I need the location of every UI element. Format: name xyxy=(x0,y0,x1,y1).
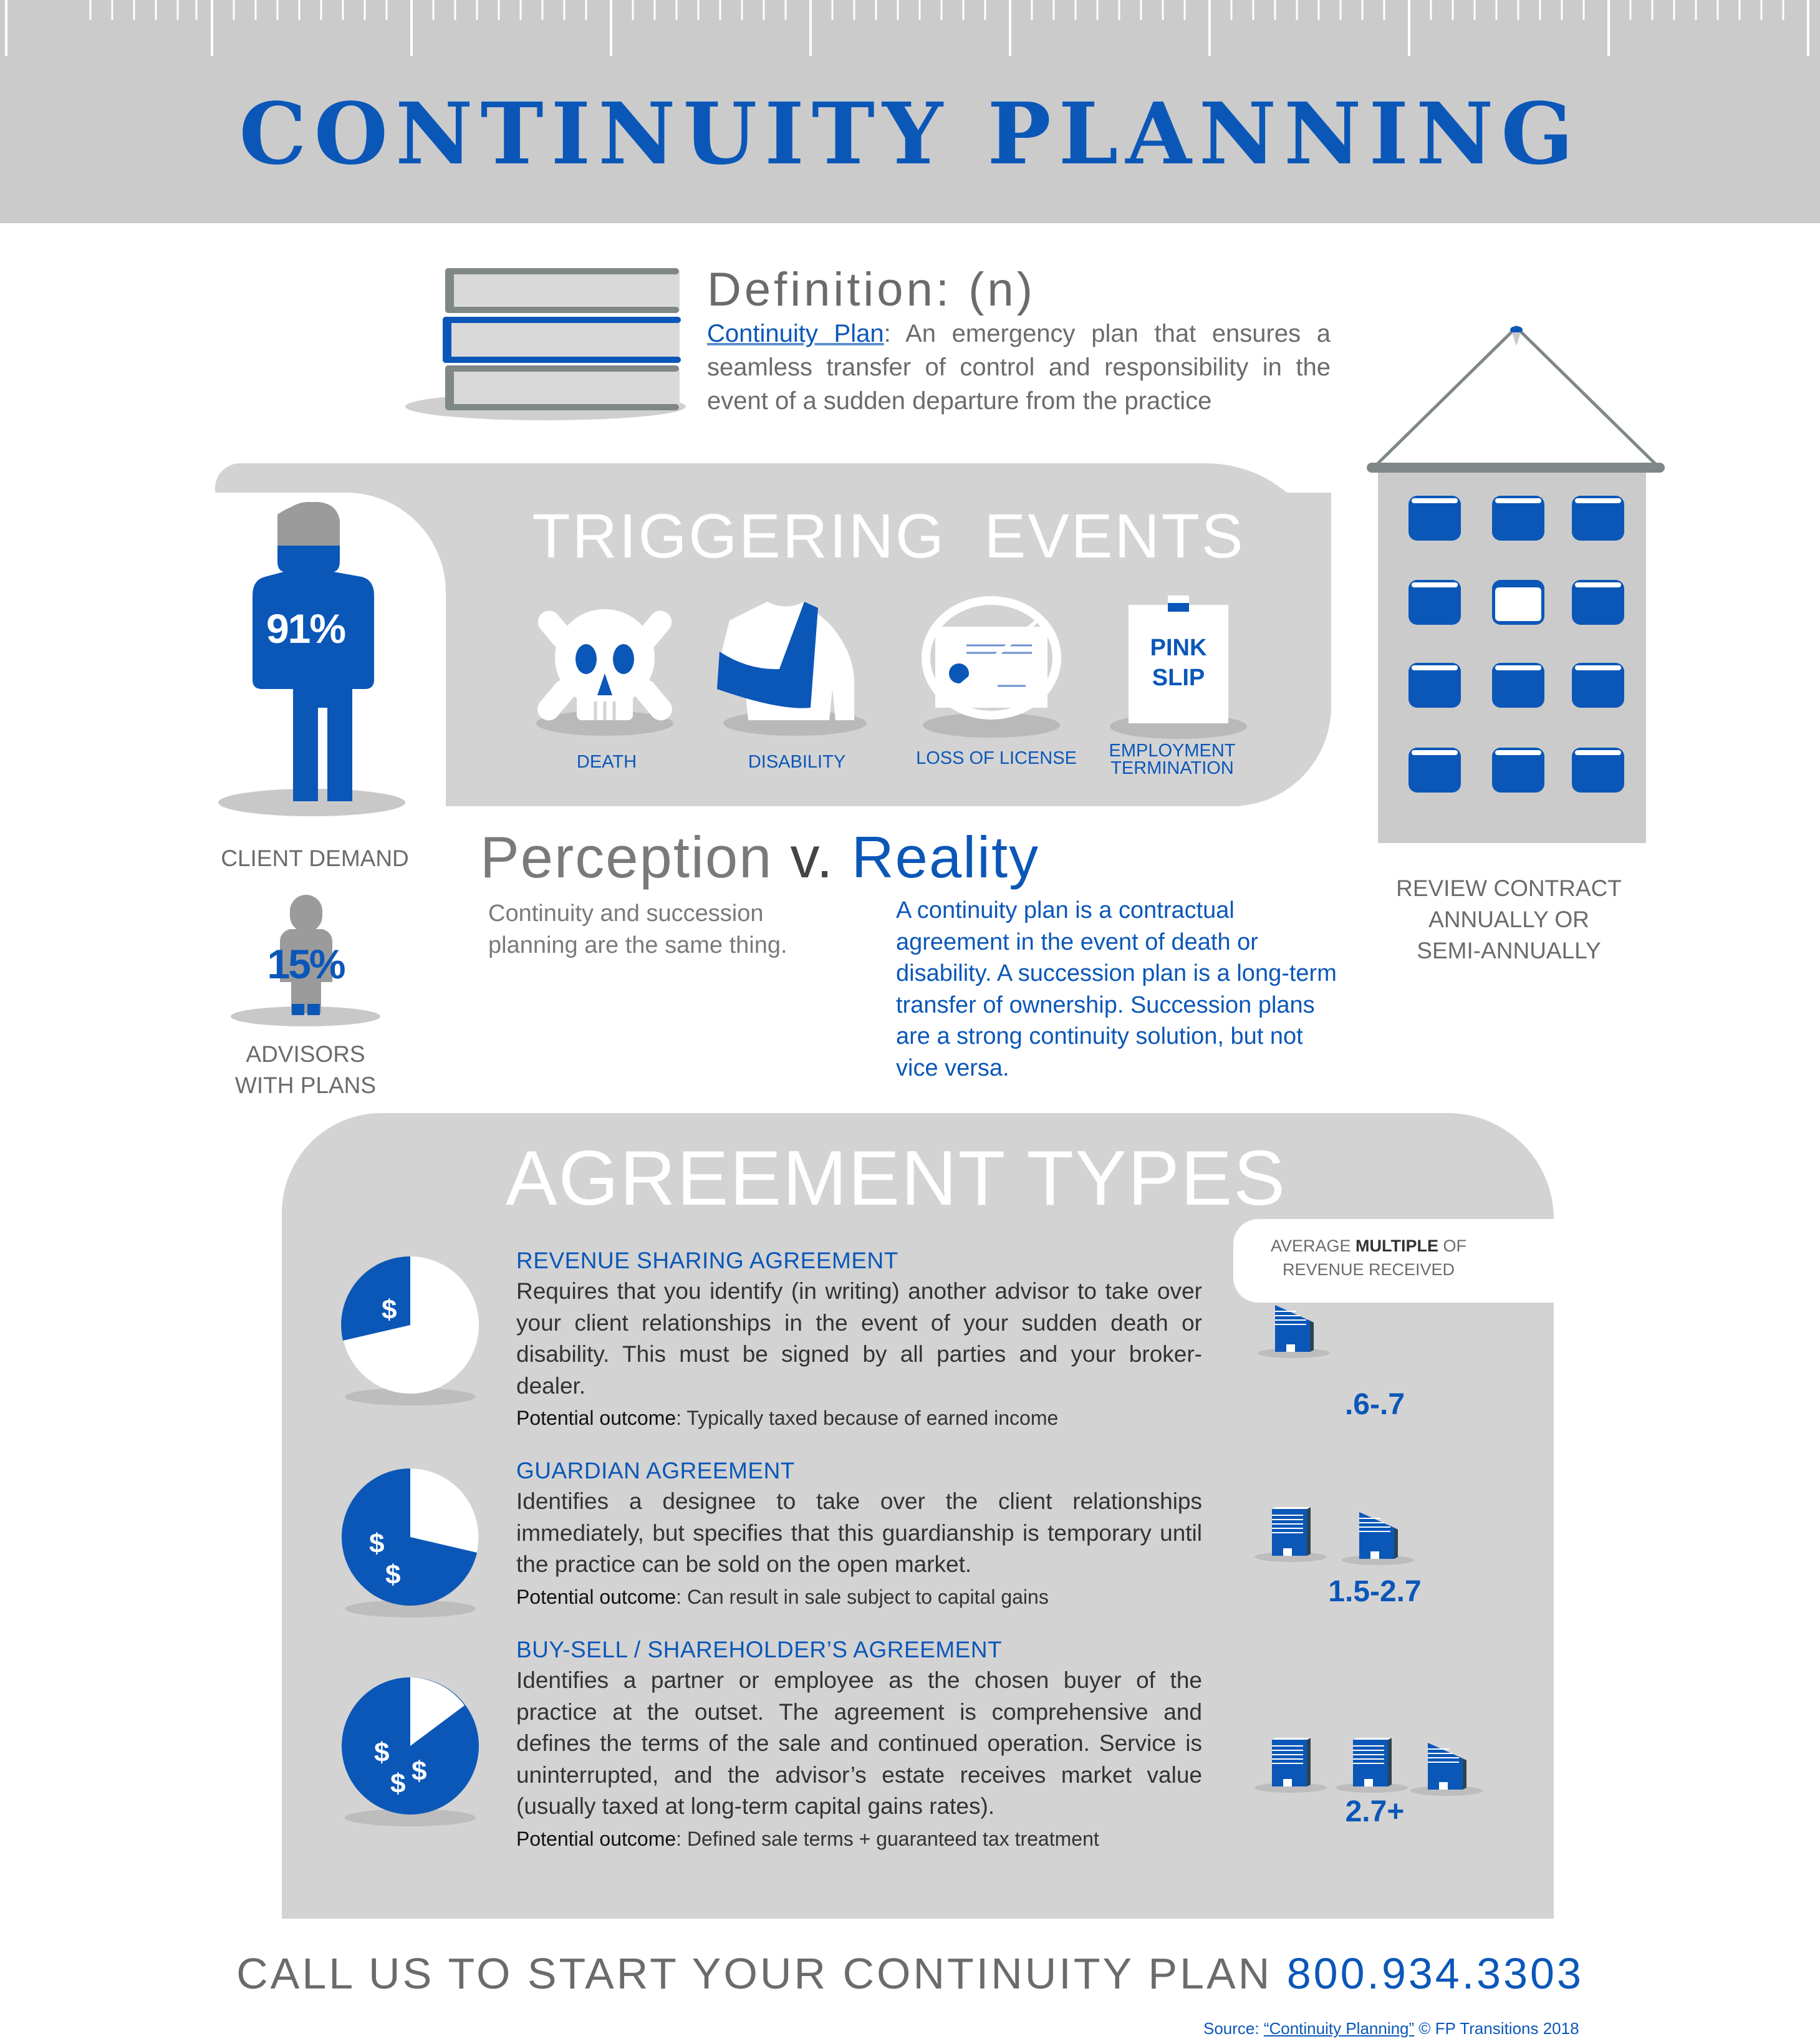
svg-text:$: $ xyxy=(385,1559,400,1590)
page-title: CONTINUITY PLANNING xyxy=(239,84,1581,184)
agreement-outcome: Potential outcome: Typically taxed becau… xyxy=(516,1407,1059,1429)
person-figure-icon xyxy=(218,502,405,816)
pie-revenue-sharing-icon: $ xyxy=(341,1256,479,1405)
no-license-icon xyxy=(922,596,1061,738)
client-demand-label: CLIENT DEMAND xyxy=(221,846,409,871)
definition-body: : An emergency plan that ensures a seaml… xyxy=(707,320,1331,415)
event-label-loss-of-license: LOSS OF LICENSE xyxy=(916,748,1077,768)
agreement-outcome: Potential outcome: Defined sale terms + … xyxy=(516,1827,1099,1850)
svg-text:$: $ xyxy=(374,1737,389,1768)
multiple-value-buy-sell: 2.7+ xyxy=(1345,1795,1405,1828)
reality-text: A continuity plan is a contractual agree… xyxy=(896,897,1337,1081)
multiple-value-guardian: 1.5-2.7 xyxy=(1328,1575,1422,1608)
books-stack-icon xyxy=(405,268,686,420)
header-band xyxy=(0,0,1820,223)
svg-text:$: $ xyxy=(390,1768,405,1799)
agreement-body: Requires that you identify (in writing) … xyxy=(516,1278,1202,1399)
call-to-action: CALL US TO START YOUR CONTINUITY PLAN 80… xyxy=(236,1949,1584,1998)
agreement-body: Identifies a designee to take over the c… xyxy=(516,1488,1202,1577)
perception-reality-title: Perception v. Reality xyxy=(480,824,1040,890)
agreement-outcome: Potential outcome: Can result in sale su… xyxy=(516,1585,1049,1608)
agreement-revenue-sharing: REVENUE SHARING AGREEMENT Requires that … xyxy=(516,1246,1202,1434)
event-label-employment-termination: EMPLOYMENT TERMINATION xyxy=(1109,741,1236,778)
pink-slip-icon xyxy=(1110,595,1247,739)
agreement-types-title: AGREEMENT TYPES xyxy=(506,1135,1286,1222)
phone-number-link[interactable]: 800.934.3303 xyxy=(1286,1949,1584,1998)
arm-sling-icon xyxy=(717,602,867,736)
event-label-death: DEATH xyxy=(576,752,637,772)
svg-text:$: $ xyxy=(369,1528,384,1559)
client-demand-value: 91% xyxy=(266,605,346,652)
agreement-body: Identifies a partner or employee as the … xyxy=(516,1667,1202,1819)
multiple-buildings-graphic xyxy=(1254,1304,1483,1796)
event-label-disability: DISABILITY xyxy=(748,752,846,772)
multiple-value-revenue-sharing: .6-.7 xyxy=(1344,1388,1405,1421)
perception-text: Continuity and succession planning are t… xyxy=(488,900,787,958)
definition-term-link[interactable]: Continuity Plan xyxy=(707,320,884,347)
agreement-buy-sell: BUY-SELL / SHAREHOLDER’S AGREEMENT Ident… xyxy=(516,1635,1202,1855)
source-link[interactable]: “Continuity Planning” xyxy=(1263,2019,1415,2038)
source-citation: Source: “Continuity Planning” © FP Trans… xyxy=(1203,2019,1579,2038)
svg-text:$: $ xyxy=(382,1294,397,1325)
definition-text: Continuity Plan: An emergency plan that … xyxy=(707,317,1331,418)
agreement-title: BUY-SELL / SHAREHOLDER’S AGREEMENT xyxy=(516,1637,1003,1662)
svg-text:$: $ xyxy=(412,1756,426,1786)
pie-guardian-icon: $ $ xyxy=(342,1468,479,1617)
triggering-events-title: TRIGGERING EVENTS xyxy=(532,501,1245,571)
pie-buy-sell-icon: $ $ $ xyxy=(342,1677,479,1826)
ruler-ticks xyxy=(5,0,1809,56)
advisors-with-plans-value: 15% xyxy=(267,941,345,987)
agreement-title: GUARDIAN AGREEMENT xyxy=(516,1458,795,1483)
wall-calendar-icon xyxy=(1367,325,1665,843)
skull-crossbones-icon xyxy=(536,609,673,736)
small-person-icon xyxy=(231,895,380,1026)
definition-title: Definition: (n) xyxy=(707,263,1036,316)
agreement-title: REVENUE SHARING AGREEMENT xyxy=(516,1248,898,1273)
agreement-guardian: GUARDIAN AGREEMENT Identifies a designee… xyxy=(516,1456,1202,1613)
